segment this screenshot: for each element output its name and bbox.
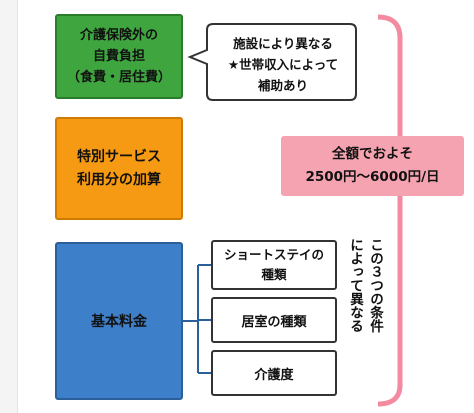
care-level-box: 介護度	[211, 350, 337, 396]
special-service-box: 特別サービス 利用分の加算	[55, 117, 183, 220]
short-stay-type-box: ショートステイの 種類	[211, 240, 337, 290]
room-type-label: 居室の種類	[241, 314, 307, 330]
conditions-note-line-2: によって異なる	[347, 238, 363, 333]
basic-fee-label: 基本料金	[91, 314, 147, 330]
short-stay-type-line-1: ショートステイの	[223, 247, 324, 262]
conditions-note: この３つの条件 によって異なる	[341, 238, 385, 378]
conditions-note-line-1: この３つの条件	[367, 238, 383, 333]
page-left-border	[17, 0, 18, 413]
insurance-exempt-box: 介護保険外の 自費負担 （食費・居住費）	[55, 14, 183, 99]
callout-line-3: 補助あり	[257, 77, 308, 93]
callout-line-2: ★世帯収入によって	[227, 56, 339, 72]
total-cost-line-2: 2500円～6000円/日	[305, 169, 440, 185]
room-type-box: 居室の種類	[211, 297, 337, 343]
care-level-label: 介護度	[254, 367, 294, 383]
total-cost-box: 全額でおよそ 2500円～6000円/日	[281, 136, 464, 196]
short-stay-type-line-2: 種類	[261, 267, 287, 282]
basic-fee-box: 基本料金	[55, 242, 183, 400]
insurance-exempt-line-1: 介護保険外の	[79, 28, 158, 43]
basic-fee-connector	[183, 264, 211, 374]
insurance-exempt-line-3: （食費・居住費）	[66, 70, 171, 85]
insurance-exempt-line-2: 自費負担	[92, 49, 145, 64]
callout-text: 施設により異なる ★世帯収入によって 補助あり	[213, 24, 353, 104]
total-bracket	[377, 14, 403, 407]
callout-line-1: 施設により異なる	[233, 35, 333, 51]
total-cost-line-1: 全額でおよそ	[331, 146, 413, 162]
callout-bubble	[187, 23, 357, 101]
special-service-line-2: 利用分の加算	[77, 171, 161, 188]
special-service-line-1: 特別サービス	[77, 148, 161, 165]
